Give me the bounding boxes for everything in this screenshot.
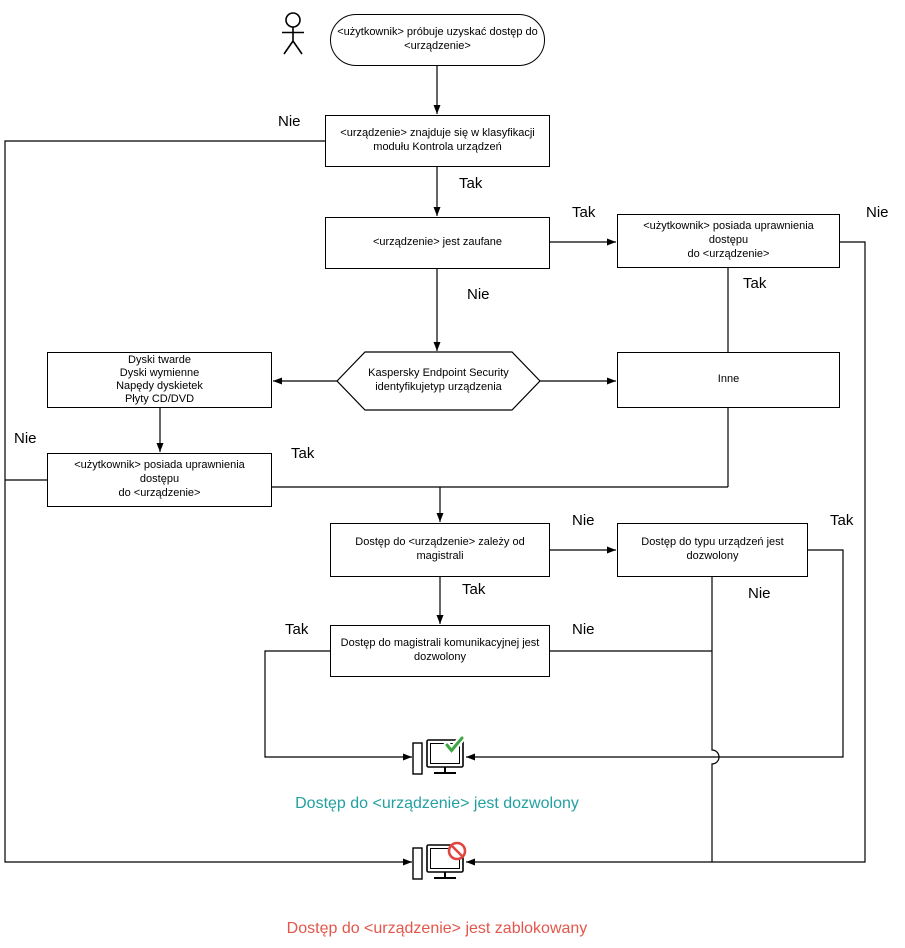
device-types-node: Dyski twarde Dyski wymienne Napędy dyski… bbox=[47, 352, 272, 408]
start-node: <użytkownik> próbuje uzyskać dostęp do<u… bbox=[330, 14, 545, 66]
edge-label-classification-yes: Tak bbox=[459, 175, 483, 192]
trusted-node: <urządzenie> jest zaufane bbox=[325, 217, 550, 269]
permissions-left-node: <użytkownik> posiada uprawnienia dostępu… bbox=[47, 453, 272, 507]
connector-classification-no-to-blocked bbox=[4, 140, 412, 866]
allowed-caption: Dostęp do <urządzenie> jest dozwolony bbox=[295, 795, 579, 812]
edge-label-bus-dependency-no: Nie bbox=[572, 512, 595, 529]
edge-label-bus-dependency-yes: Tak bbox=[462, 581, 486, 598]
edge-label-trusted-yes: Tak bbox=[572, 204, 596, 221]
permissions-top-node: <użytkownik> posiada uprawnienia dostępu… bbox=[617, 214, 840, 268]
edge-label-permissions-top-yes: Tak bbox=[743, 275, 767, 292]
check-icon bbox=[445, 736, 464, 753]
other-node: Inne bbox=[617, 352, 840, 408]
blocked-caption: Dostęp do <urządzenie> jest zablokowany bbox=[286, 920, 588, 937]
edge-label-trusted-no: Nie bbox=[467, 286, 490, 303]
edge-label-bus-allowed-no: Nie bbox=[572, 621, 595, 638]
bus-allowed-node: Dostęp do magistrali komunikacyjnej jest… bbox=[330, 625, 550, 677]
edge-label-permissions-top-no: Nie bbox=[866, 204, 889, 221]
edge-label-bus-allowed-yes: Tak bbox=[285, 621, 309, 638]
connector-bus-allowed-yes-to-allowed bbox=[264, 650, 412, 761]
identify-hexagon-label: Kaspersky Endpoint Security identyfikuje… bbox=[368, 367, 509, 393]
allowed-computer-icon bbox=[412, 734, 466, 775]
person-icon bbox=[282, 12, 304, 55]
prohibition-slash bbox=[450, 844, 464, 858]
edge-label-type-allowed-no: Nie bbox=[748, 585, 771, 602]
edge-label-permissions-left-yes: Tak bbox=[291, 445, 315, 462]
connector-type-allowed-no-to-blocked bbox=[711, 577, 720, 862]
blocked-computer-icon bbox=[412, 841, 467, 880]
classification-node: <urządzenie> znajduje się w klasyfikacji… bbox=[325, 115, 550, 167]
edge-label-classification-no: Nie bbox=[278, 113, 301, 130]
connector-type-allowed-yes-to-allowed bbox=[466, 549, 844, 761]
edge-label-permissions-left-no: Nie bbox=[14, 430, 37, 447]
edge-label-type-allowed-yes: Tak bbox=[830, 512, 854, 529]
connector-permissions-top-no-to-blocked bbox=[466, 241, 866, 866]
